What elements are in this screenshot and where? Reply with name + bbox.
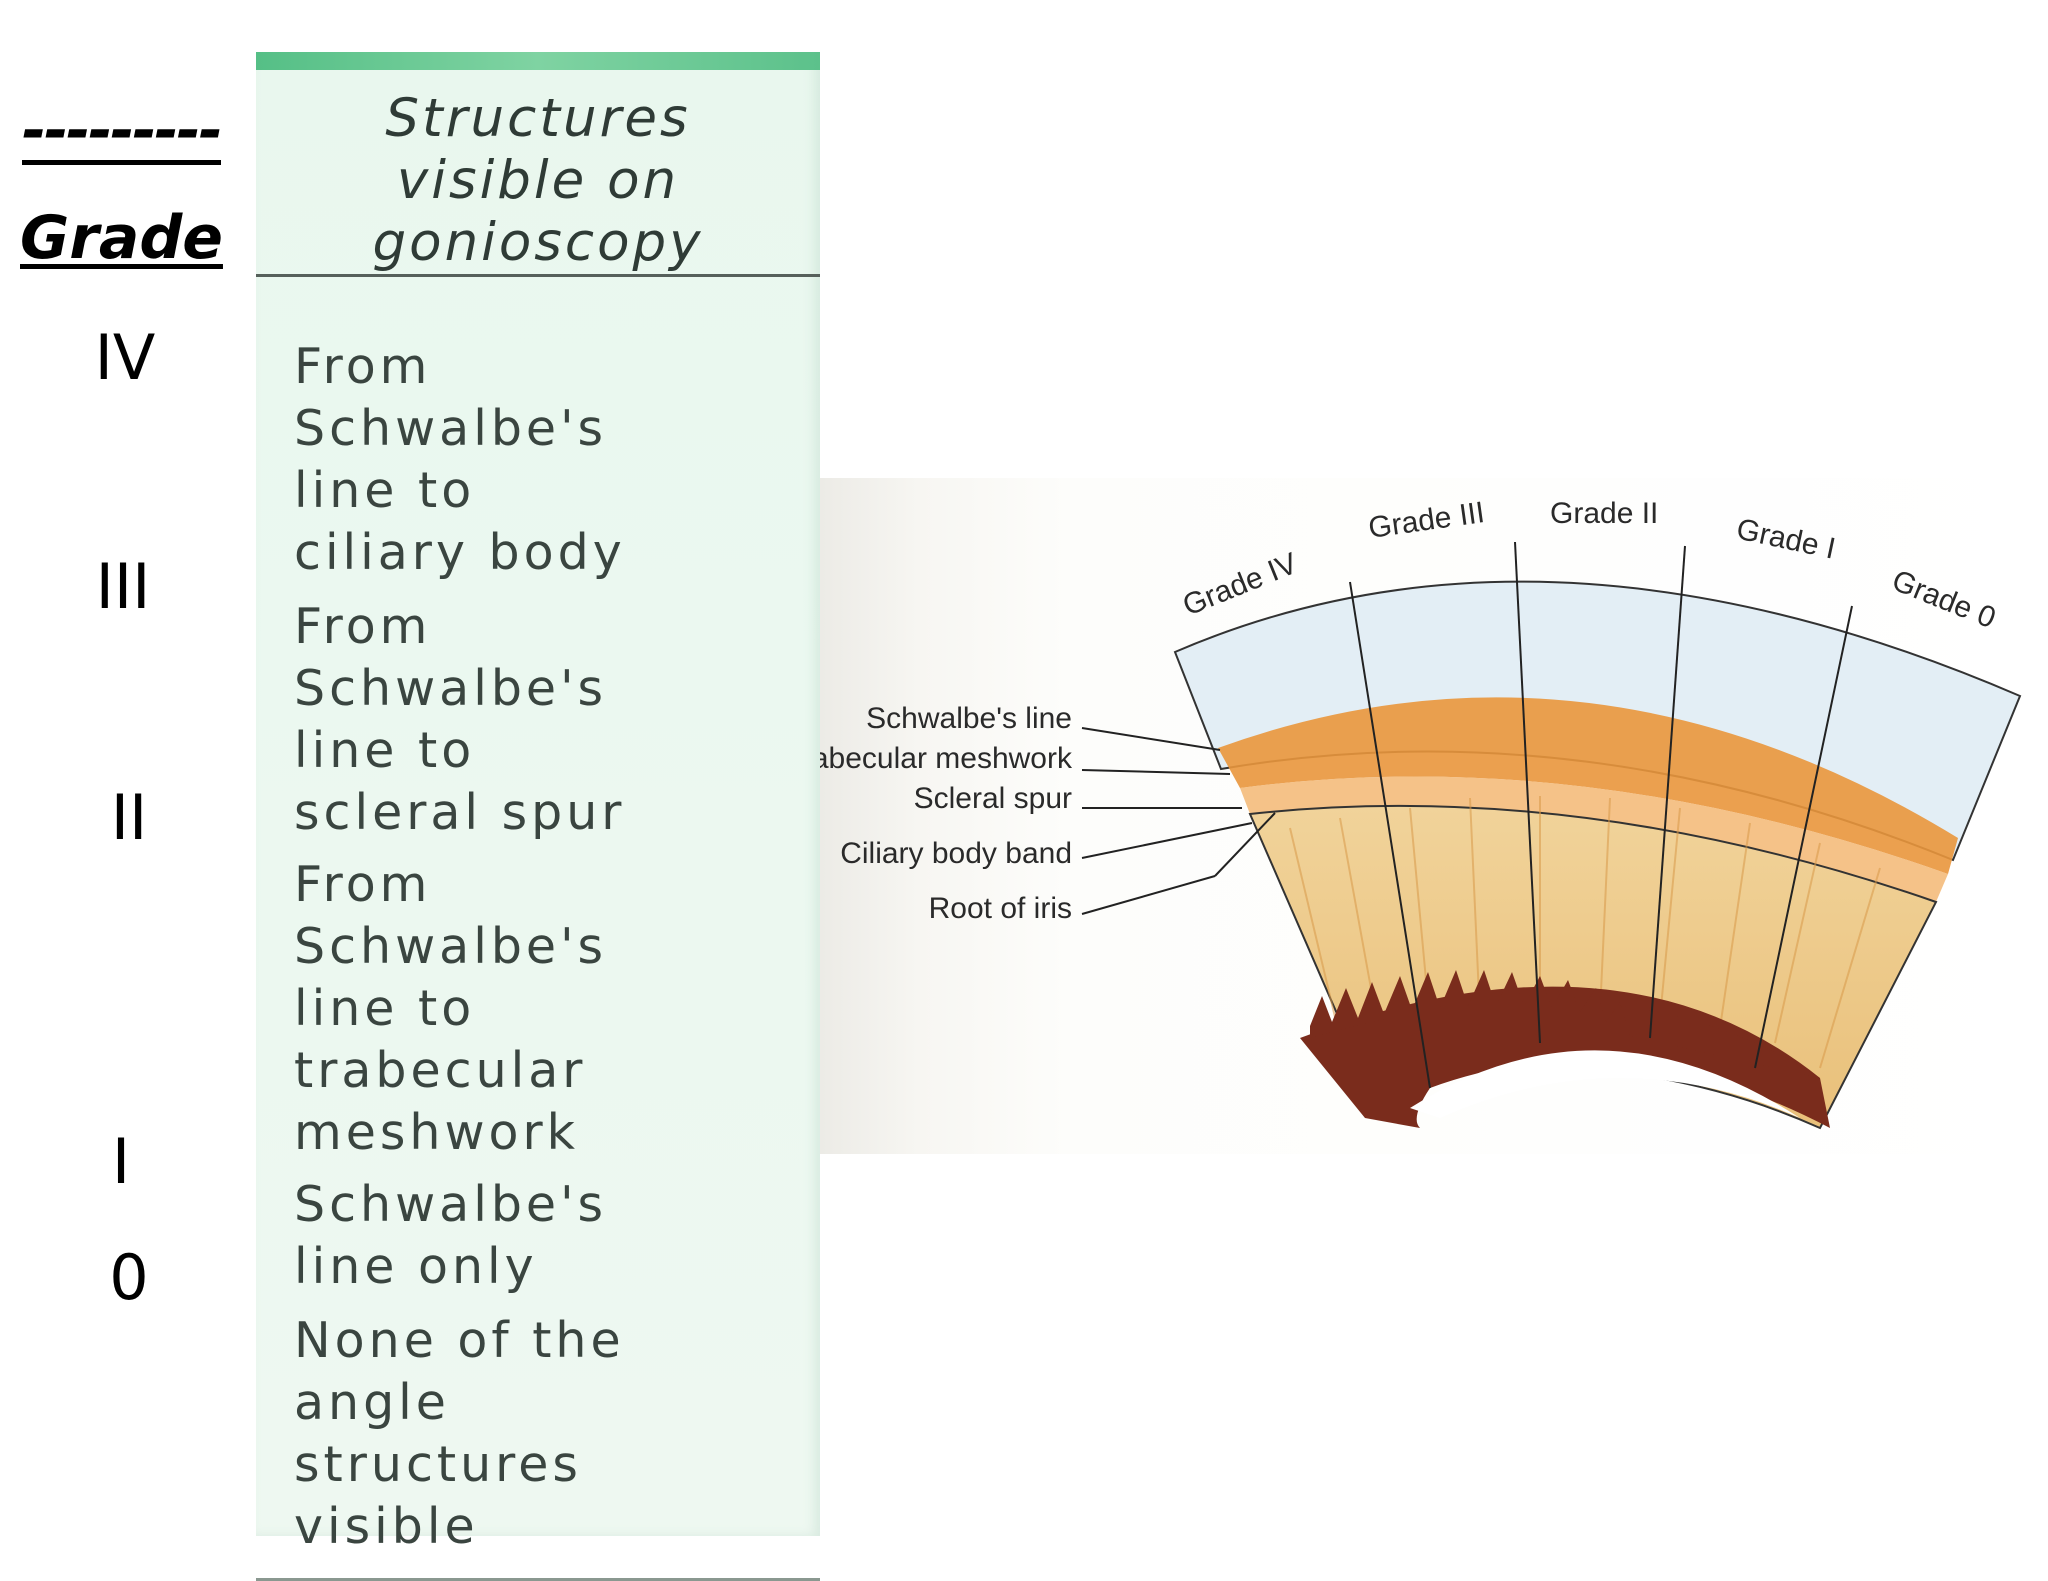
grade-label-ii: II <box>110 781 148 854</box>
diagram-grade-i-label: Grade I <box>1734 513 1839 566</box>
table-row-grade-ii: From Schwalbe's line to trabecular meshw… <box>294 856 608 1161</box>
table-header: Structures visible on gonioscopy <box>372 88 704 273</box>
scleral-spur-band <box>1240 776 1948 902</box>
grade-column: --------- Grade IV III II I 0 <box>0 0 250 1536</box>
table-top-bar <box>256 52 820 70</box>
grade-label-iii: III <box>95 550 151 623</box>
angle-grading-diagram: Grade IV Grade III Grade II Grade I Grad… <box>820 478 2048 1154</box>
trabecular-meshwork-label: Trabecular meshwork <box>820 742 1073 775</box>
diagram-grade-0-label: Grade 0 <box>1887 564 2000 635</box>
grade-label-i: I <box>111 1125 131 1198</box>
diagram-grade-ii-label: Grade II <box>1550 497 1658 530</box>
grade-label-0: 0 <box>109 1241 149 1314</box>
gonioscopy-table: Structures visible on gonioscopy From Sc… <box>256 52 820 1581</box>
ciliary-body-band-label: Ciliary body band <box>840 837 1072 870</box>
table-divider <box>256 274 820 277</box>
diagram-grade-iii-label: Grade III <box>1366 496 1486 545</box>
table-row-grade-0: None of the angle structures visible <box>294 1312 625 1555</box>
root-of-iris-label: Root of iris <box>929 892 1072 925</box>
grade-column-dashes: --------- <box>22 96 223 165</box>
pupil-area <box>1410 1050 1800 1118</box>
iris-root-teeth <box>1310 970 1820 1078</box>
grade-dividers <box>1349 541 1853 1089</box>
leader-lines <box>1081 727 1276 915</box>
trabecular-band <box>1218 697 1958 874</box>
diagram-grade-iv-label: Grade IV <box>1178 547 1302 623</box>
table-row-grade-iv: From Schwalbe's line to ciliary body <box>294 338 626 581</box>
angle-diagram-svg: Grade IV Grade III Grade II Grade I Grad… <box>820 496 2022 1130</box>
grade-label-iv: IV <box>94 321 156 394</box>
table-row-grade-iii: From Schwalbe's line to scleral spur <box>294 598 626 841</box>
table-row-grade-i: Schwalbe's line only <box>294 1176 608 1295</box>
scleral-spur-label: Scleral spur <box>914 782 1072 815</box>
schwalbes-line-label: Schwalbe's line <box>866 702 1072 735</box>
grade-heading: Grade <box>20 203 223 273</box>
